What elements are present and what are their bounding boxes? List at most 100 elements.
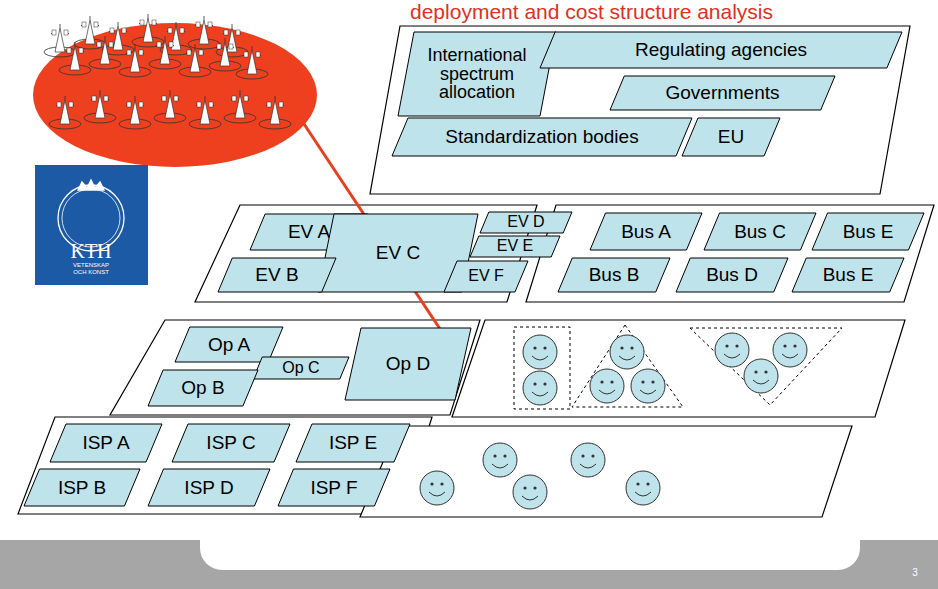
process-box: EV F <box>444 261 528 292</box>
user-smiley <box>420 471 454 505</box>
box-label: Regulating agencies <box>635 40 807 60</box>
base-station <box>132 14 164 47</box>
user-smiley <box>523 335 557 369</box>
box-label: ISP C <box>206 433 255 453</box>
box-label: Op B <box>181 378 224 398</box>
user-smiley <box>571 443 605 477</box>
base-station <box>89 36 121 69</box>
box-label: ISP B <box>58 478 106 498</box>
box-label: ISP E <box>329 433 377 453</box>
box-label: EV E <box>497 238 533 255</box>
base-station <box>149 36 181 69</box>
coverage-oval <box>33 23 317 167</box>
base-station <box>44 24 76 57</box>
box-label: EV A <box>288 222 330 242</box>
process-box: Op B <box>148 370 258 406</box>
base-station <box>224 90 256 123</box>
group-outline <box>514 327 570 409</box>
box-label: ISP A <box>82 433 129 453</box>
base-station <box>59 42 91 75</box>
user-smiley <box>483 443 517 477</box>
layer-plane <box>370 26 910 194</box>
process-box: ISP A <box>50 424 162 462</box>
process-box: EV B <box>218 258 336 292</box>
box-label: EV B <box>255 265 298 285</box>
user-smiley <box>523 371 557 405</box>
base-station <box>216 24 248 57</box>
layer-plane <box>110 320 480 415</box>
user-smiley <box>590 369 624 403</box>
process-box: Op C <box>253 357 349 379</box>
process-box: Bus B <box>558 258 670 292</box>
box-label: Bus B <box>589 265 640 285</box>
base-station <box>84 90 116 123</box>
base-station <box>209 38 241 71</box>
group-outline <box>572 325 683 407</box>
box-label: Op D <box>386 354 430 374</box>
box-label: Bus E <box>823 265 874 285</box>
process-box: Bus C <box>704 213 816 250</box>
process-box: Bus E <box>812 213 924 250</box>
base-station <box>179 44 211 77</box>
layer-plane <box>526 205 934 302</box>
process-box: EV D <box>480 212 572 233</box>
base-station <box>236 46 268 79</box>
base-station <box>74 16 106 49</box>
user-smiley <box>610 335 644 369</box>
user-smiley <box>744 359 778 393</box>
box-label: International spectrum allocation <box>418 46 536 103</box>
process-box: Op D <box>345 328 471 400</box>
box-label: EV C <box>376 243 420 263</box>
base-station <box>189 96 221 129</box>
base-station <box>188 16 220 49</box>
layer-plane <box>18 417 432 514</box>
process-box: EU <box>682 118 780 156</box>
process-box: EV E <box>470 236 560 257</box>
process-box: Bus A <box>590 213 702 250</box>
box-label: EV D <box>507 214 544 231</box>
box-label: EU <box>718 127 744 147</box>
user-smiley <box>513 475 547 509</box>
process-box: Bus E <box>792 258 904 292</box>
box-label: Bus C <box>734 222 786 242</box>
layer-plane <box>452 320 905 417</box>
box-label: Bus D <box>706 265 758 285</box>
process-box: Standardization bodies <box>392 118 692 156</box>
group-outline <box>690 328 842 405</box>
logo-text: KTH <box>56 240 126 262</box>
user-smiley <box>773 333 807 367</box>
box-label: Op A <box>208 335 250 355</box>
process-box: International spectrum allocation <box>398 32 556 116</box>
box-label: ISP D <box>184 478 233 498</box>
process-box: ISP D <box>148 469 270 506</box>
base-station <box>119 44 151 77</box>
process-box: Bus D <box>676 258 788 292</box>
base-station <box>154 90 186 123</box>
process-box: ISP B <box>24 469 140 506</box>
box-label: Governments <box>665 83 779 103</box>
process-box: ISP C <box>172 424 290 462</box>
user-smiley <box>715 333 749 367</box>
process-box: ISP E <box>296 424 410 462</box>
process-box: Governments <box>610 76 835 110</box>
box-label: ISP F <box>310 478 357 498</box>
kth-logo <box>35 165 148 285</box>
base-station <box>259 96 291 129</box>
box-label: Bus A <box>621 222 671 242</box>
user-smiley <box>631 369 665 403</box>
base-station <box>49 96 81 129</box>
slide-title: deployment and cost structure analysis <box>410 0 773 24</box>
box-label: Bus E <box>843 222 894 242</box>
process-box: ISP F <box>278 469 390 506</box>
box-label: Op C <box>282 360 319 377</box>
box-label: EV F <box>468 268 504 285</box>
base-station <box>119 96 151 129</box>
logo-motto: VETENSKAP OCH KONST <box>70 262 112 275</box>
page-number: 3 <box>905 567 925 578</box>
logo-ring <box>62 189 120 247</box>
layer-plane <box>360 426 852 517</box>
logo-crown <box>78 180 104 190</box>
user-smiley <box>626 471 660 505</box>
box-label: Standardization bodies <box>445 127 638 147</box>
process-box: Regulating agencies <box>540 32 902 68</box>
